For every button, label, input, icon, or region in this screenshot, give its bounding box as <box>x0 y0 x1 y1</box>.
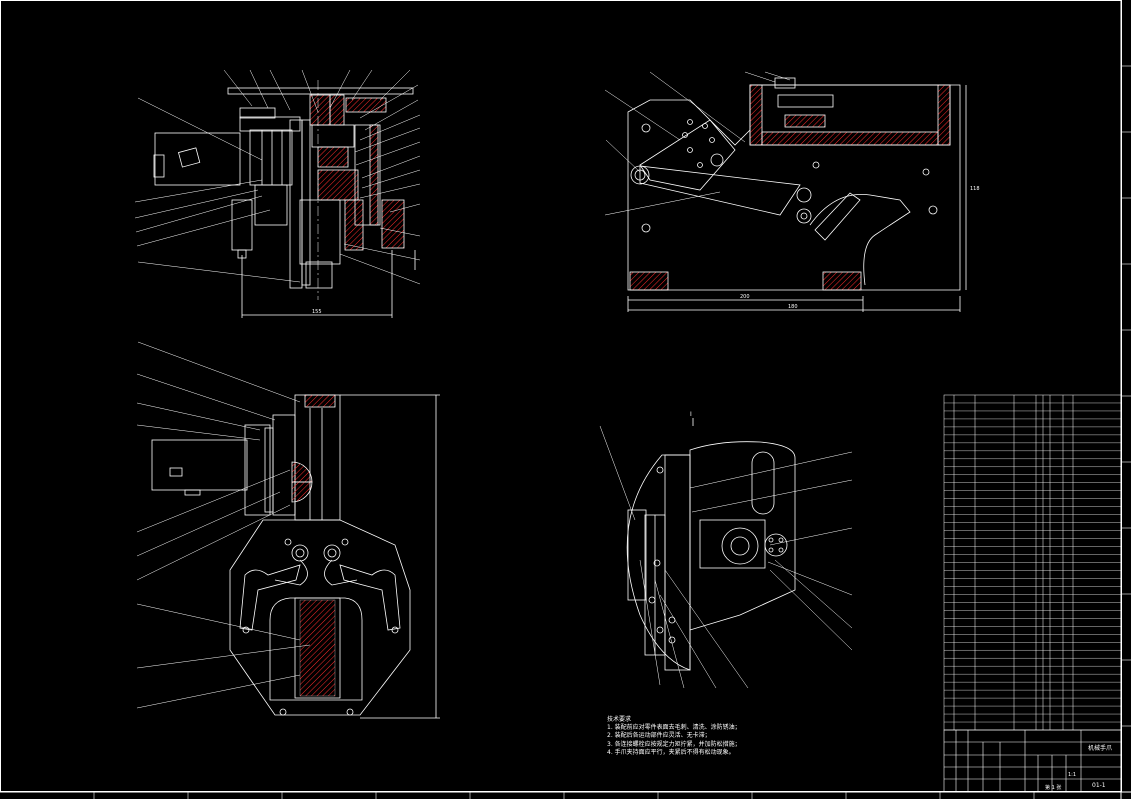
dim-side-height: 118 <box>970 186 980 192</box>
technical-notes: 技术要求 1. 装配前应对零件表面去毛刺、清洗、涂防锈油； 2. 装配后各运动部… <box>607 716 741 757</box>
detail-view <box>599 418 853 689</box>
dim-front-width: 155 <box>312 309 322 315</box>
note-4: 4. 手爪夹持面应平行，夹紧后不得有松动现象。 <box>607 748 735 756</box>
title-block <box>943 729 1122 793</box>
note-2: 2. 装配后各运动部件应灵活、无卡滞； <box>607 732 711 740</box>
front-section-view <box>134 69 421 318</box>
bom-rows <box>944 402 1121 723</box>
sheet-number: 第 1 张 <box>1045 784 1061 791</box>
drawing-name: 机械手爪 <box>1088 744 1112 752</box>
note-1: 1. 装配前应对零件表面去毛刺、清洗、涂防锈油； <box>607 724 741 732</box>
detail-view-marker: Ⅰ <box>690 411 692 418</box>
dim-side-overall: 180 <box>788 304 798 310</box>
gripper-view <box>136 341 440 719</box>
drawing-scale: 1:1 <box>1068 772 1076 778</box>
side-view <box>604 71 967 312</box>
drawing-number: 01-1 <box>1092 782 1106 789</box>
dim-side-width: 200 <box>740 294 750 300</box>
note-3: 3. 各连接螺栓应按规定力矩拧紧，并加防松措施； <box>607 740 741 748</box>
notes-title: 技术要求 <box>607 716 632 723</box>
